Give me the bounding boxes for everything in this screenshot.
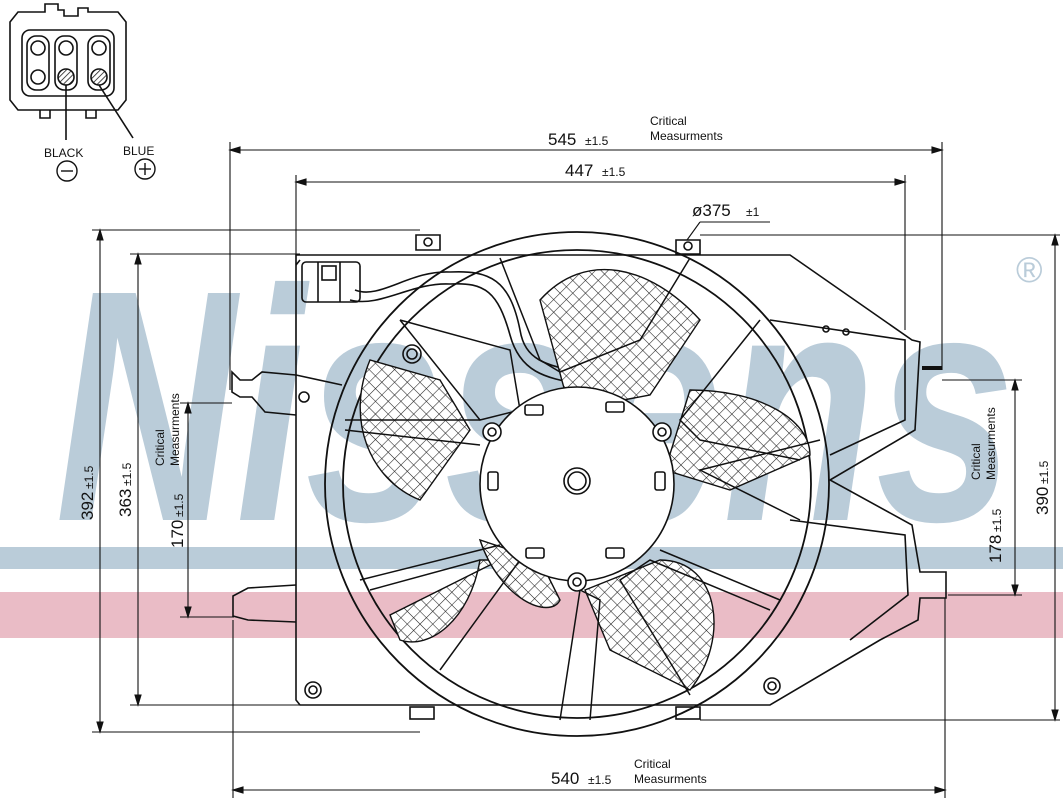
dim-170-value: 170: [168, 520, 187, 548]
critical-right-line1: Critical: [969, 443, 983, 480]
critical-left-line1: Critical: [153, 429, 167, 466]
dimension-363: 363 ±1.5: [116, 462, 135, 517]
fan-ring: [324, 231, 830, 737]
fan-hub: [479, 386, 675, 592]
dimension-545: 545 ±1.5 Critical Measurments: [548, 114, 723, 149]
dim-178-tol: ±1.5: [990, 508, 1004, 532]
dimension-540: 540 ±1.5 Critical Measurments: [551, 757, 707, 788]
dim-545-tol: ±1.5: [585, 134, 609, 148]
connector-black-label: BLACK: [44, 146, 83, 160]
critical-right-line2: Measurments: [984, 407, 998, 480]
dim-392-value: 392: [78, 492, 97, 520]
critical-left-2: Measurments: [168, 393, 182, 466]
critical-bottom-line2: Measurments: [634, 772, 707, 786]
minus-terminal-icon: [56, 160, 78, 182]
dimension-diameter: ø375 ±1: [692, 201, 760, 220]
dim-392-tol: ±1.5: [82, 465, 96, 489]
critical-top-line2: Measurments: [650, 129, 723, 143]
dim-diameter-value: ø375: [692, 201, 731, 220]
dim-diameter-tol: ±1: [746, 205, 760, 219]
dim-447-tol: ±1.5: [602, 165, 626, 179]
dim-178-value: 178: [986, 535, 1005, 563]
dim-540-tol: ±1.5: [588, 773, 612, 787]
dimension-lines: [92, 142, 1060, 798]
critical-left-line2: Measurments: [168, 393, 182, 466]
dimension-170: 170 ±1.5: [168, 493, 187, 548]
fan-shroud: [231, 234, 947, 720]
dimension-178: 178 ±1.5: [986, 508, 1005, 563]
dim-363-tol: ±1.5: [120, 462, 134, 486]
dimension-392: 392 ±1.5: [78, 465, 97, 520]
dim-170-tol: ±1.5: [172, 493, 186, 517]
critical-bottom-line1: Critical: [634, 757, 671, 771]
critical-right: Critical: [969, 443, 983, 480]
critical-top-line1: Critical: [650, 114, 687, 128]
dim-390-tol: ±1.5: [1037, 460, 1051, 484]
dimension-447: 447 ±1.5: [565, 161, 626, 180]
dimension-390: 390 ±1.5: [1033, 460, 1052, 515]
dim-447-value: 447: [565, 161, 593, 180]
connector-blue-label: BLUE: [123, 144, 154, 158]
dim-540-value: 540: [551, 769, 579, 788]
dim-363-value: 363: [116, 489, 135, 517]
connector-plug: [9, 3, 134, 140]
fan-blades: [359, 268, 811, 691]
plus-terminal-icon: [134, 158, 156, 180]
critical-right-2: Measurments: [984, 407, 998, 480]
dim-545-value: 545: [548, 130, 576, 149]
critical-left: Critical: [153, 429, 167, 466]
dim-390-value: 390: [1033, 487, 1052, 515]
watermark-registered-mark: ®: [1016, 249, 1043, 290]
